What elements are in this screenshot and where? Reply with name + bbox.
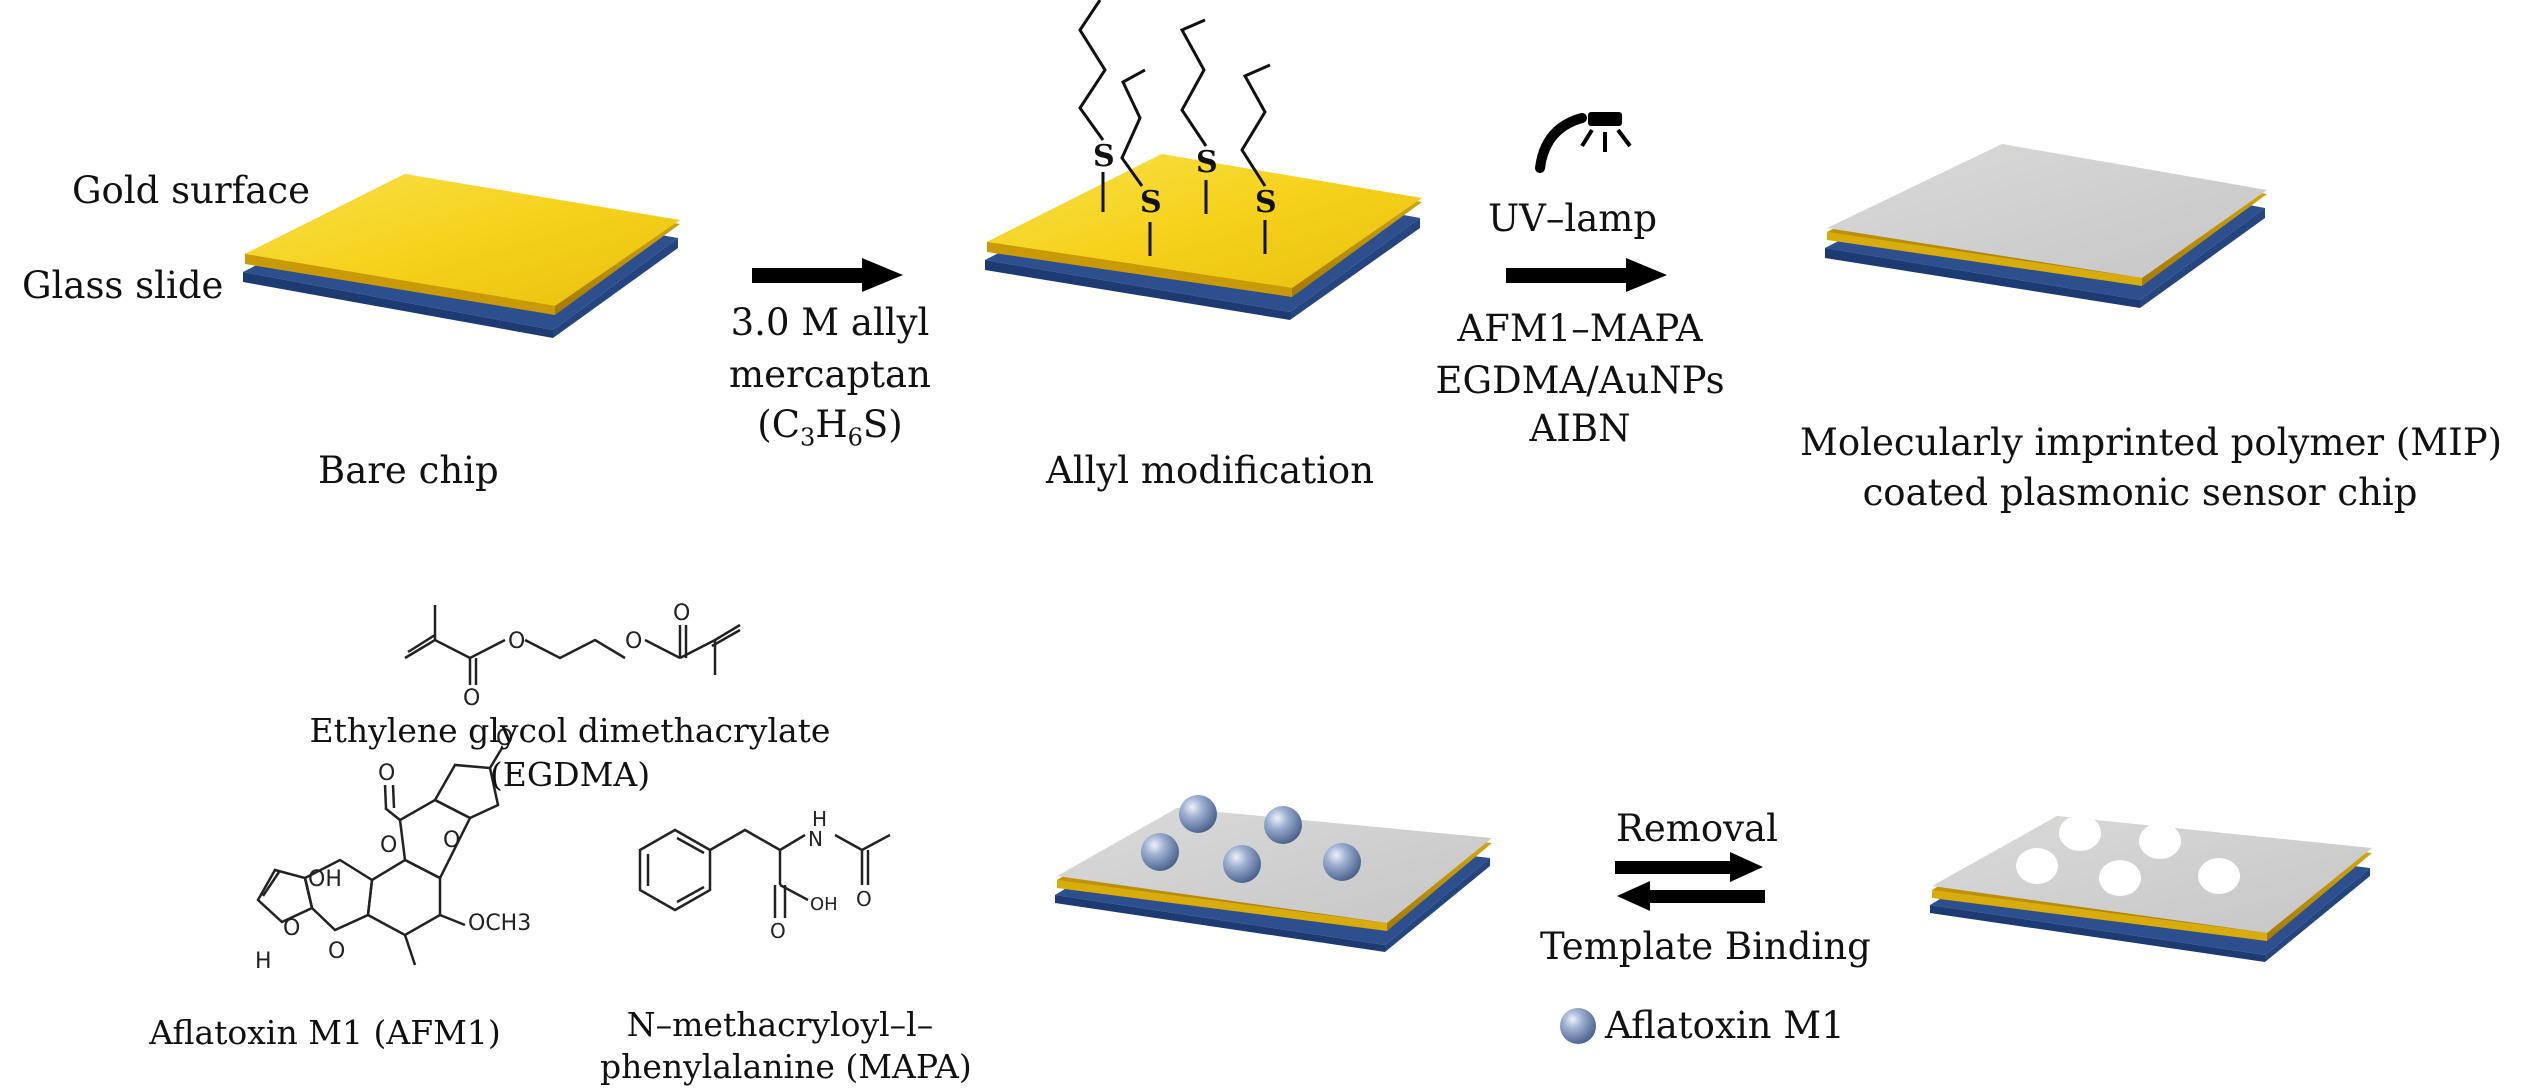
removal-label: Removal	[1616, 807, 1778, 850]
afm1-o-furan: O	[328, 939, 345, 964]
afm1-label: Aflatoxin M1 (AFM1)	[149, 1013, 501, 1052]
mip-coated-chip	[1825, 144, 2267, 308]
aflatoxin-spheres	[1141, 795, 1361, 883]
step1-line2: mercaptan	[729, 353, 931, 396]
cavity	[2099, 860, 2141, 896]
step1-line1: 3.0 M allyl	[730, 301, 930, 344]
legend-aflatoxin-label: Aflatoxin M1	[1605, 1004, 1845, 1047]
legend-sphere-icon	[1560, 1008, 1596, 1044]
glass-slide-label: Glass slide	[22, 264, 224, 307]
step2-line2: EGDMA/AuNPs	[1435, 359, 1725, 402]
egdma-abbr-label: (EGDMA)	[489, 755, 651, 794]
egdma-o-4: O	[673, 601, 690, 626]
egdma-structure	[404, 605, 741, 685]
uv-lamp-label: UV–lamp	[1488, 197, 1658, 240]
arrow-step1	[752, 258, 903, 292]
afm1-o-top: O	[496, 726, 513, 751]
bare-chip-label: Bare chip	[318, 449, 499, 492]
egdma-o-1: O	[508, 629, 525, 654]
allyl-chains	[1078, 0, 1271, 256]
template-binding-label: Template Binding	[1540, 925, 1871, 968]
mip-line1: Molecularly imprinted polymer (MIP)	[1800, 421, 2503, 464]
gold-surface-label: Gold surface	[72, 169, 310, 212]
aflatoxin-sphere	[1223, 845, 1261, 883]
mapa-o-amide: O	[856, 887, 872, 911]
aflatoxin-sphere	[1179, 795, 1217, 833]
sulfur-label-3: S	[1196, 145, 1218, 180]
afm1-o-ring: O	[283, 916, 300, 941]
step2-line1: AFM1–MAPA	[1457, 307, 1703, 350]
uv-lamp-icon	[1535, 112, 1632, 173]
equilibrium-arrows	[1615, 852, 1765, 911]
imprinted-cavities	[2016, 815, 2240, 896]
mapa-nh-h: H	[812, 807, 827, 831]
step1-formula: (C3H6S)	[757, 403, 903, 452]
mapa-line2: phenylalanine (MAPA)	[600, 1047, 972, 1086]
afm1-o-lactone: O	[380, 833, 397, 858]
allyl-modification-label: Allyl modification	[1046, 449, 1375, 492]
arrow-step2	[1506, 258, 1667, 292]
mapa-o-carboxyl: O	[770, 919, 786, 943]
afm1-oh: OH	[308, 867, 342, 892]
egdma-o-3: O	[463, 686, 480, 711]
sulfur-label-2: S	[1140, 185, 1162, 220]
mip-line2: coated plasmonic sensor chip	[1862, 471, 2418, 514]
allyl-modified-chip	[985, 154, 1422, 320]
sulfur-label-4: S	[1255, 185, 1277, 220]
aflatoxin-sphere	[1323, 843, 1361, 881]
egdma-o-2: O	[625, 629, 642, 654]
step2-line3: AIBN	[1529, 407, 1631, 450]
afm1-o-ketone: O	[443, 828, 460, 853]
cavity	[2139, 823, 2181, 859]
cavity	[2016, 848, 2058, 884]
aflatoxin-sphere	[1264, 806, 1302, 844]
mapa-oh: OH	[810, 894, 838, 915]
afm1-structure	[256, 747, 504, 966]
cavity	[2198, 858, 2240, 894]
aflatoxin-sphere	[1141, 833, 1179, 871]
bare-chip	[243, 174, 680, 338]
mapa-structure	[638, 828, 891, 918]
afm1-o-carbonyl: O	[378, 761, 395, 786]
afm1-h: H	[255, 949, 272, 974]
egdma-name-label: Ethylene glycol dimethacrylate	[309, 711, 831, 750]
cavity	[2059, 815, 2101, 851]
mapa-n: N	[808, 827, 823, 851]
afm1-methoxy: OCH3	[468, 911, 531, 936]
mapa-line1: N–methacryloyl–l–	[626, 1005, 934, 1044]
sulfur-label-1: S	[1093, 139, 1115, 174]
